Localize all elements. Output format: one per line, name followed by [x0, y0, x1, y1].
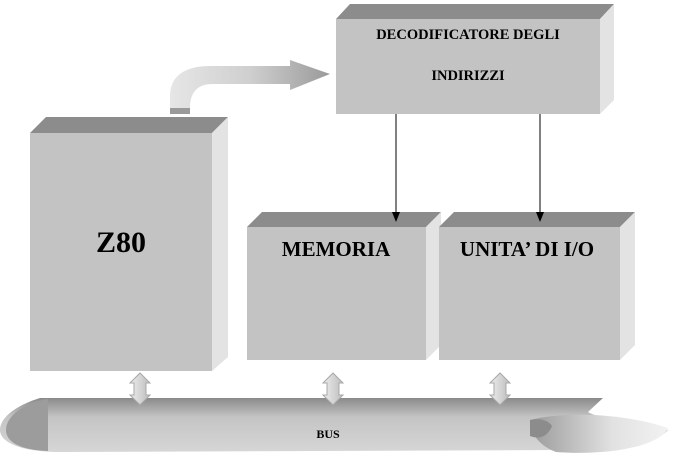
io-block: UNITA’ DI I/O — [439, 212, 635, 360]
decoder-block: DECODIFICATORE DEGLI INDIRIZZI — [336, 4, 614, 114]
bus-arrow-memory — [321, 372, 345, 406]
decoder-label-line2: INDIRIZZI — [431, 68, 505, 84]
decoder-to-memory-arrow — [392, 114, 400, 222]
io-label: UNITA’ DI I/O — [460, 237, 594, 261]
cpu-block: Z80 — [30, 117, 228, 371]
cpu-to-decoder-arrow — [170, 60, 330, 114]
bus-arrow-io — [488, 372, 512, 406]
memory-label: MEMORIA — [282, 237, 391, 261]
bus-label: BUS — [316, 427, 340, 441]
bus-arrow-cpu — [128, 372, 152, 406]
cpu-label: Z80 — [96, 226, 146, 259]
memory-block: MEMORIA — [247, 212, 441, 360]
decoder-to-io-arrow — [536, 114, 544, 222]
bus-ribbon — [0, 398, 668, 453]
decoder-label-line1: DECODIFICATORE DEGLI — [376, 27, 560, 43]
